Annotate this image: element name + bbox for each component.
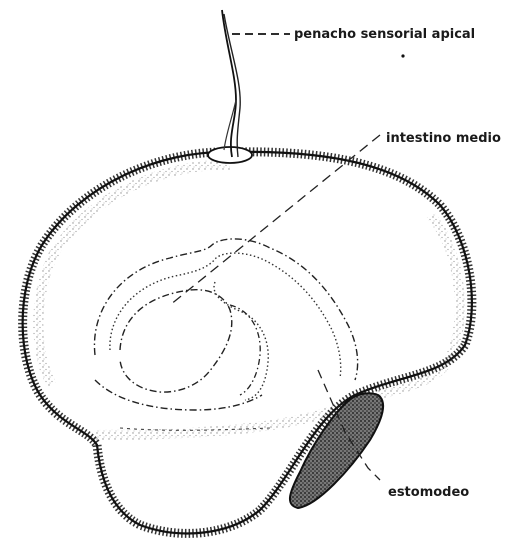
gut-hook-dashdot <box>230 305 260 395</box>
label-apical-tuft: penacho sensorial apical <box>294 27 475 42</box>
gut-inner-coil-dashdot <box>120 290 232 392</box>
body-inner-stipple <box>38 165 460 435</box>
apical-tuft-strand-1 <box>222 10 236 157</box>
label-stomodeum: estomodeo <box>388 485 469 500</box>
gut-lower-dashdot <box>95 380 262 410</box>
apical-organ <box>208 10 252 163</box>
leader-midgut <box>170 135 380 305</box>
speck <box>401 54 404 57</box>
gut-outer-dotted <box>110 253 341 378</box>
larva-body <box>23 152 472 534</box>
apical-tuft-strand-3 <box>224 100 236 150</box>
gut-tube <box>94 239 357 430</box>
apical-pit <box>208 147 252 163</box>
label-midgut: intestino medio <box>386 131 501 146</box>
